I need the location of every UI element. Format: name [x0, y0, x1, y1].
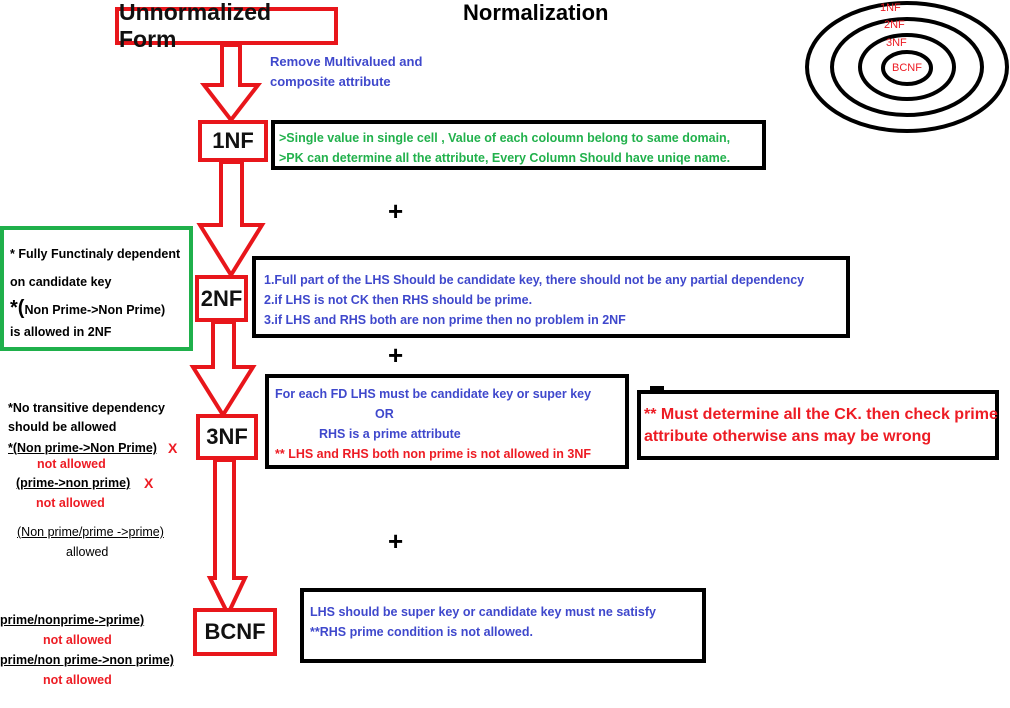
note-line: allowed — [66, 545, 109, 559]
arrow-unnormalized-to-1nf — [199, 43, 263, 124]
stage-3nf-label: 3NF — [206, 424, 248, 449]
note-line: not allowed — [43, 633, 112, 647]
stage-3nf: 3NF — [196, 414, 258, 460]
note-line: on candidate key — [10, 275, 112, 289]
rule-box-bcnf: LHS should be super key or candidate key… — [300, 588, 706, 663]
stage-1nf-label: 1NF — [212, 128, 254, 153]
stage-unnormalized-label: Unnormalized Form — [119, 0, 272, 52]
arrow-1nf-to-2nf — [196, 160, 266, 279]
arrow-note-line: Remove Multivalued and — [270, 54, 423, 69]
rule-line: >PK can determine all the attribute, Eve… — [279, 151, 731, 165]
not-allowed-x: X — [168, 440, 178, 456]
note-line: is allowed in 2NF — [10, 325, 112, 339]
rule-line: RHS is a prime attribute — [319, 427, 461, 441]
note-bcnf: prime/nonprime->prime) not allowed prime… — [0, 0, 200, 708]
stage-unnormalized-form: Unnormalized Form — [115, 0, 338, 52]
note-line: * Fully Functinaly dependent — [10, 247, 181, 261]
note-line: not allowed — [37, 457, 106, 471]
note-line: Non Prime->Non Prime) — [24, 303, 166, 317]
rule-line: 3.if LHS and RHS both are non prime then… — [264, 313, 626, 327]
rule-box-3nf: For each FD LHS must be candidate key or… — [265, 374, 629, 469]
rule-box-1nf: >Single value in single cell , Value of … — [271, 120, 766, 170]
rule-line: For each FD LHS must be candidate key or… — [275, 387, 592, 401]
rule-line: 1.Full part of the LHS Should be candida… — [264, 273, 805, 287]
target-label-bcnf: BCNF — [892, 62, 922, 74]
rule-line: 2.if LHS is not CK then RHS should be pr… — [264, 293, 533, 307]
note-line: *(Non prime->Non Prime) — [8, 441, 157, 455]
not-allowed-x: X — [144, 475, 154, 491]
note-box-2nf: * Fully Functinaly dependent on candidat… — [0, 226, 193, 351]
plus-sign: + — [388, 526, 404, 556]
stage-2nf: 2NF — [195, 275, 248, 322]
rule-line: **RHS prime condition is not allowed. — [310, 625, 533, 639]
rule-line: ** LHS and RHS both non prime is not all… — [275, 447, 591, 461]
note-line: not allowed — [43, 673, 112, 687]
rule-line: OR — [375, 407, 394, 421]
plus-sign: + — [388, 340, 404, 370]
stage-bcnf: BCNF — [193, 608, 277, 656]
note-star: *( — [10, 297, 25, 319]
note-line: not allowed — [36, 496, 105, 510]
arrow-note: Remove Multivalued and composite attribu… — [270, 52, 422, 92]
rule-line: >Single value in single cell , Value of … — [279, 131, 731, 145]
note-line: (prime->non prime) — [16, 476, 131, 490]
arrow-note-line: composite attribute — [270, 74, 391, 89]
page-title: Normalization — [463, 0, 609, 25]
note-line: attribute otherwise ans may be wrong — [644, 428, 932, 445]
target-label-2nf: 2NF — [884, 19, 905, 31]
dash-mark — [650, 386, 664, 390]
stage-2nf-label: 2NF — [200, 285, 243, 311]
rule-box-2nf: 1.Full part of the LHS Should be candida… — [252, 256, 850, 338]
note-line: *No transitive dependency — [8, 401, 165, 415]
target-label-1nf: 1NF — [880, 2, 901, 14]
note-line: prime/non prime->non prime) — [0, 653, 174, 667]
nf-target-diagram — [805, 1, 1009, 133]
stage-1nf: 1NF — [198, 120, 268, 162]
arrow-3nf-to-bcnf — [206, 458, 249, 619]
plus-sign: + — [388, 196, 404, 226]
note-line: (Non prime/prime ->prime) — [17, 525, 164, 539]
arrow-2nf-to-3nf — [189, 320, 257, 419]
stage-bcnf-label: BCNF — [204, 619, 266, 644]
target-label-3nf: 3NF — [886, 37, 907, 49]
note-line: ** Must determine all the CK. then check… — [644, 406, 998, 423]
note-box-ck: ** Must determine all the CK. then check… — [637, 390, 999, 460]
rule-line: LHS should be super key or candidate key… — [310, 605, 656, 619]
note-3nf: *No transitive dependency should be allo… — [0, 0, 200, 708]
note-line: prime/nonprime->prime) — [0, 613, 145, 627]
note-line: should be allowed — [8, 420, 117, 434]
